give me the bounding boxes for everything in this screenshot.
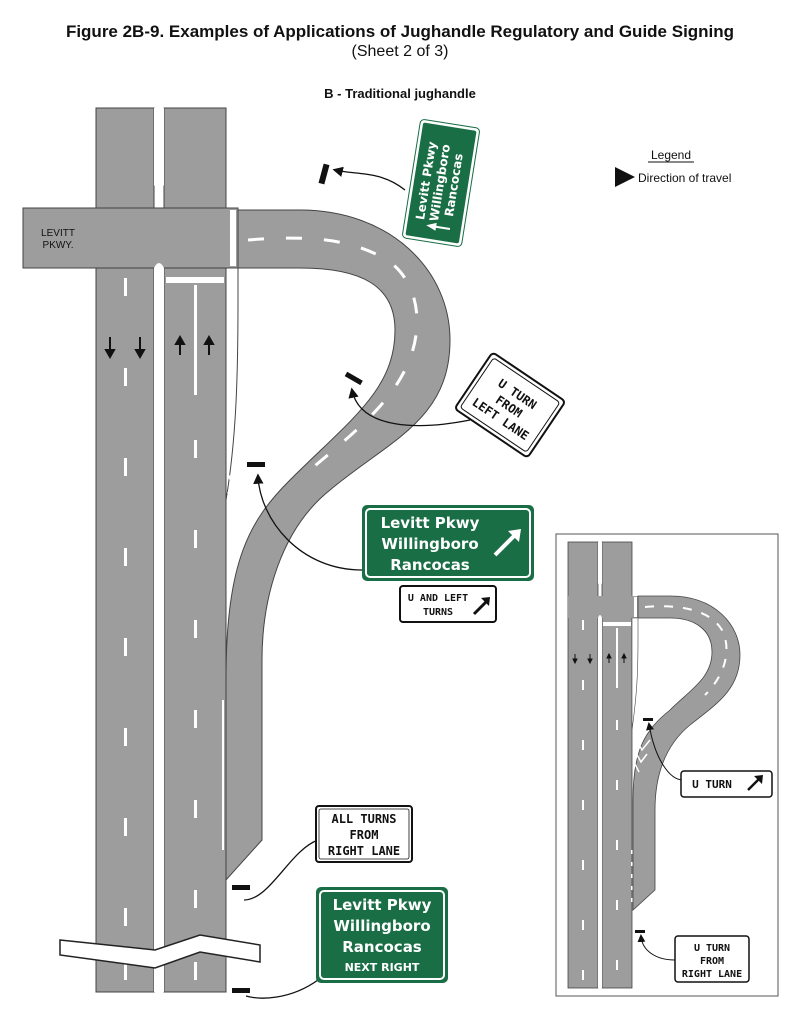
arrow-up-right-icon bbox=[747, 775, 763, 791]
bottom-guide-line1: Levitt Pkwy bbox=[333, 896, 432, 914]
arrow-up-icon bbox=[426, 222, 451, 231]
inset-u-turn-right-lane-sign: U TURN FROM RIGHT LANE bbox=[674, 935, 750, 983]
inset-u-turn-sign: U TURN bbox=[680, 770, 773, 798]
section-title: B - Traditional jughandle bbox=[324, 86, 476, 101]
all-turns-line2: FROM bbox=[350, 828, 379, 842]
all-turns-right-lane-sign: ALL TURNS FROM RIGHT LANE bbox=[315, 805, 413, 863]
arrow-up-right-icon bbox=[472, 597, 490, 616]
inset-u-turn-right-line3: RIGHT LANE bbox=[682, 969, 742, 980]
mid-guide-sign: Levitt Pkwy Willingboro Rancocas bbox=[362, 505, 534, 581]
inset-u-turn-right-line2: FROM bbox=[700, 956, 724, 967]
all-turns-line3: RIGHT LANE bbox=[328, 844, 400, 858]
figure-subtitle: (Sheet 2 of 3) bbox=[351, 43, 449, 60]
bottom-guide-line4: NEXT RIGHT bbox=[345, 961, 420, 974]
cross-street-label-1: LEVITT bbox=[41, 228, 75, 239]
legend-heading: Legend bbox=[651, 148, 691, 162]
top-guide-sign: Levitt Pkwy Willingboro Rancocas bbox=[402, 119, 480, 247]
main-road bbox=[22, 107, 261, 993]
sign-post-icons bbox=[232, 163, 363, 993]
arrow-up-right-icon bbox=[493, 529, 521, 557]
inset-u-turn-line1: U TURN bbox=[692, 778, 732, 791]
inset-panel: U TURN U TURN FROM RIGHT LANE bbox=[555, 533, 779, 997]
all-turns-line1: ALL TURNS bbox=[331, 812, 396, 826]
jughandle-ramp bbox=[225, 209, 451, 882]
u-and-left-line1: U AND LEFT bbox=[408, 593, 468, 604]
u-and-left-turns-sign: U AND LEFT TURNS bbox=[399, 585, 497, 623]
mid-guide-line2: Willingboro bbox=[381, 535, 478, 553]
mid-guide-line1: Levitt Pkwy bbox=[381, 514, 480, 532]
inset-u-turn-right-line1: U TURN bbox=[694, 943, 730, 954]
cross-street-label-2: PKWY. bbox=[43, 240, 74, 251]
mid-guide-line3: Rancocas bbox=[390, 556, 470, 574]
legend-item: Direction of travel bbox=[638, 171, 731, 185]
bottom-guide-line2: Willingboro bbox=[333, 917, 430, 935]
bottom-guide-line3: Rancocas bbox=[342, 938, 422, 956]
figure-title: Figure 2B-9. Examples of Applications of… bbox=[65, 22, 735, 41]
u-and-left-line2: TURNS bbox=[423, 607, 453, 618]
legend: Legend Direction of travel bbox=[615, 148, 731, 187]
bottom-guide-sign: Levitt Pkwy Willingboro Rancocas NEXT RI… bbox=[316, 887, 448, 983]
u-turn-left-lane-sign: U TURN FROM LEFT LANE bbox=[455, 352, 565, 458]
